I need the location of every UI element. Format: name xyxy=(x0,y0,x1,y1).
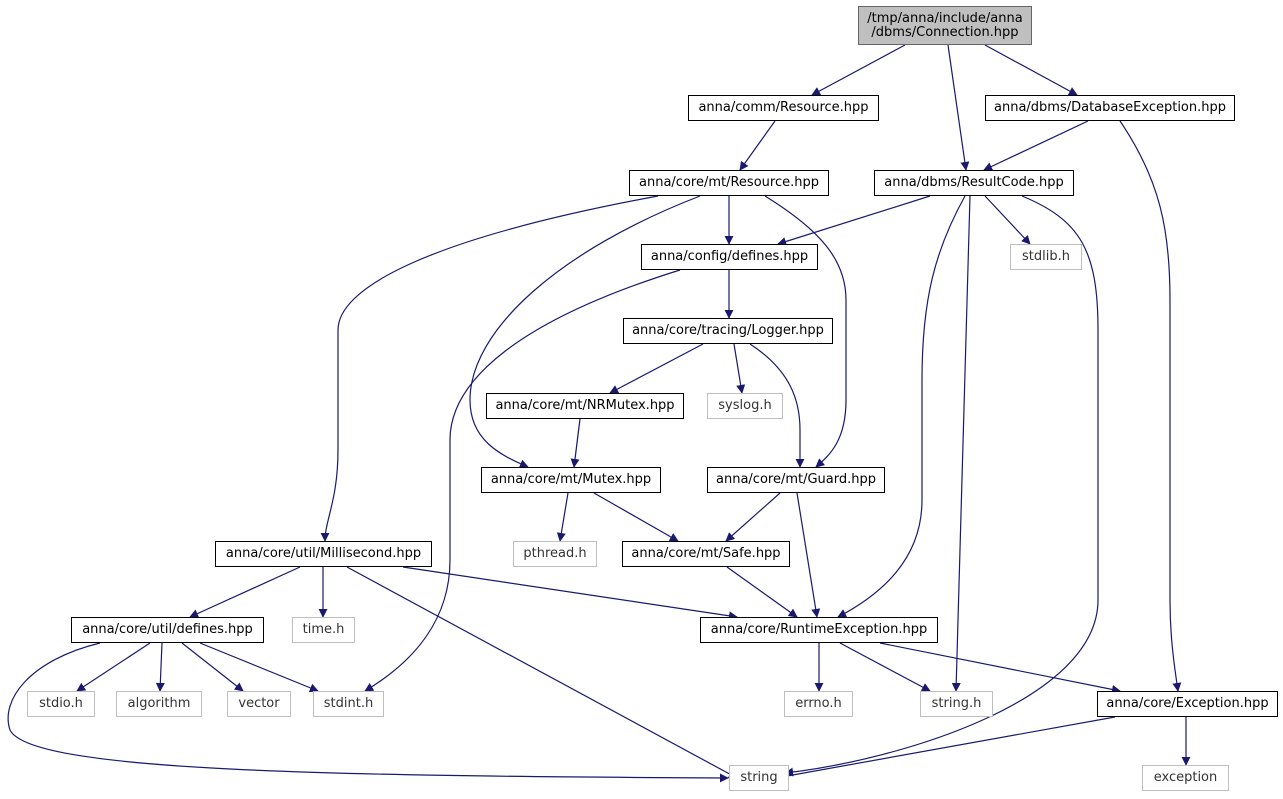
node-label: errno.h xyxy=(795,696,842,711)
node-exception: exception xyxy=(1142,765,1229,791)
edge-mt-resource-to-millisecond xyxy=(320,195,659,542)
edge-result-code-to-string xyxy=(784,195,1099,777)
edge-mutex-to-safe xyxy=(593,492,679,542)
node-logger[interactable]: anna/core/tracing/Logger.hpp xyxy=(623,318,833,344)
edge-result-code-to-string-h xyxy=(951,195,971,692)
node-label: exception xyxy=(1153,770,1218,785)
node-label: anna/core/mt/Mutex.hpp xyxy=(490,472,652,487)
edge-result-code-to-stdlib-h xyxy=(984,195,1031,245)
edge-config-defines-to-stdint-h xyxy=(364,269,681,692)
node-time-h: time.h xyxy=(292,617,355,643)
edge-util-defines-to-string xyxy=(7,642,729,783)
node-stdio-h: stdio.h xyxy=(27,691,95,717)
node-core-exception[interactable]: anna/core/Exception.hpp xyxy=(1097,691,1278,717)
edge-mt-resource-to-guard xyxy=(764,195,847,468)
edge-util-defines-to-vector xyxy=(181,642,244,692)
edge-safe-to-runtime-exception xyxy=(726,566,798,618)
edge-logger-to-syslog-h xyxy=(733,343,746,394)
node-label: anna/core/RuntimeException.hpp xyxy=(710,622,928,637)
node-config-defines[interactable]: anna/config/defines.hpp xyxy=(641,244,818,270)
node-mt-resource[interactable]: anna/core/mt/Resource.hpp xyxy=(629,170,829,196)
edge-guard-to-runtime-exception xyxy=(796,492,821,618)
node-string-h: string.h xyxy=(920,691,993,717)
node-label: anna/dbms/DatabaseException.hpp xyxy=(994,100,1226,115)
edge-core-exception-to-string xyxy=(775,716,1116,781)
edge-logger-to-guard xyxy=(749,343,805,468)
edge-util-defines-to-algorithm xyxy=(155,642,165,692)
node-stdint-h: stdint.h xyxy=(313,691,384,717)
node-runtime-exception[interactable]: anna/core/RuntimeException.hpp xyxy=(700,617,938,643)
edge-mutex-to-pthread-h xyxy=(556,492,569,542)
edge-result-code-to-config-defines xyxy=(777,195,931,246)
edge-runtime-exception-to-core-exception xyxy=(879,642,1121,694)
edge-nrmutex-to-mutex xyxy=(570,418,581,468)
node-string: string xyxy=(729,765,789,791)
edge-runtime-exception-to-string-h xyxy=(839,642,931,692)
node-vector: vector xyxy=(227,691,291,717)
node-label: vector xyxy=(238,696,280,711)
node-label: /tmp/anna/include/anna xyxy=(867,10,1023,26)
node-label: string xyxy=(740,770,778,785)
node-nrmutex[interactable]: anna/core/mt/NRMutex.hpp xyxy=(486,393,684,419)
node-errno-h: errno.h xyxy=(784,691,853,717)
node-label: anna/core/mt/Resource.hpp xyxy=(639,175,819,190)
edge-millisecond-to-util-defines xyxy=(189,566,301,618)
node-label: time.h xyxy=(302,622,345,637)
edge-connection-to-comm-resource xyxy=(811,44,906,96)
node-database-exception[interactable]: anna/dbms/DatabaseException.hpp xyxy=(985,95,1235,121)
edge-util-defines-to-stdint-h xyxy=(199,642,319,693)
edge-database-exception-to-result-code xyxy=(983,120,1089,171)
node-label: anna/dbms/ResultCode.hpp xyxy=(884,175,1064,190)
node-mutex[interactable]: anna/core/mt/Mutex.hpp xyxy=(481,467,661,493)
edge-connection-to-result-code xyxy=(947,44,970,171)
node-label: anna/core/mt/NRMutex.hpp xyxy=(495,398,675,413)
node-label: stdint.h xyxy=(323,696,374,711)
edge-result-code-to-runtime-exception xyxy=(837,195,966,618)
edge-millisecond-to-string xyxy=(346,566,738,779)
node-label: anna/core/mt/Guard.hpp xyxy=(716,472,876,487)
node-safe[interactable]: anna/core/mt/Safe.hpp xyxy=(622,541,790,567)
node-pthread-h: pthread.h xyxy=(513,541,597,567)
edge-mt-resource-to-mutex xyxy=(469,195,701,468)
node-label: stdlib.h xyxy=(1022,249,1070,264)
node-algorithm: algorithm xyxy=(116,691,202,717)
node-util-defines[interactable]: anna/core/util/defines.hpp xyxy=(71,617,264,643)
node-label: anna/core/util/defines.hpp xyxy=(82,622,253,637)
node-label: anna/config/defines.hpp xyxy=(650,249,809,264)
node-label: anna/comm/Resource.hpp xyxy=(698,100,869,115)
node-guard[interactable]: anna/core/mt/Guard.hpp xyxy=(707,467,885,493)
node-label: pthread.h xyxy=(523,546,587,561)
node-label: algorithm xyxy=(127,696,191,711)
edge-util-defines-to-stdio-h xyxy=(76,642,151,692)
node-syslog-h: syslog.h xyxy=(707,393,783,419)
node-label: syslog.h xyxy=(718,398,772,413)
node-label: stdio.h xyxy=(39,696,83,711)
node-connection: /tmp/anna/include/anna/dbms/Connection.h… xyxy=(858,6,1032,45)
node-result-code[interactable]: anna/dbms/ResultCode.hpp xyxy=(874,170,1074,196)
edge-database-exception-to-core-exception xyxy=(1119,120,1182,692)
node-millisecond[interactable]: anna/core/util/Millisecond.hpp xyxy=(215,541,432,567)
node-label: /dbms/Connection.hpp xyxy=(871,24,1019,40)
node-comm-resource[interactable]: anna/comm/Resource.hpp xyxy=(688,95,879,121)
node-label: anna/core/Exception.hpp xyxy=(1106,696,1269,711)
node-stdlib-h: stdlib.h xyxy=(1010,244,1082,270)
edge-comm-resource-to-mt-resource xyxy=(739,120,776,171)
edge-millisecond-to-runtime-exception xyxy=(402,566,738,621)
node-label: anna/core/mt/Safe.hpp xyxy=(631,546,781,561)
node-label: string.h xyxy=(931,696,982,711)
edge-logger-to-nrmutex xyxy=(609,343,704,394)
edge-guard-to-safe xyxy=(725,492,781,542)
edge-connection-to-database-exception xyxy=(984,44,1078,96)
node-label: anna/core/tracing/Logger.hpp xyxy=(632,323,824,338)
node-label: anna/core/util/Millisecond.hpp xyxy=(225,546,422,561)
